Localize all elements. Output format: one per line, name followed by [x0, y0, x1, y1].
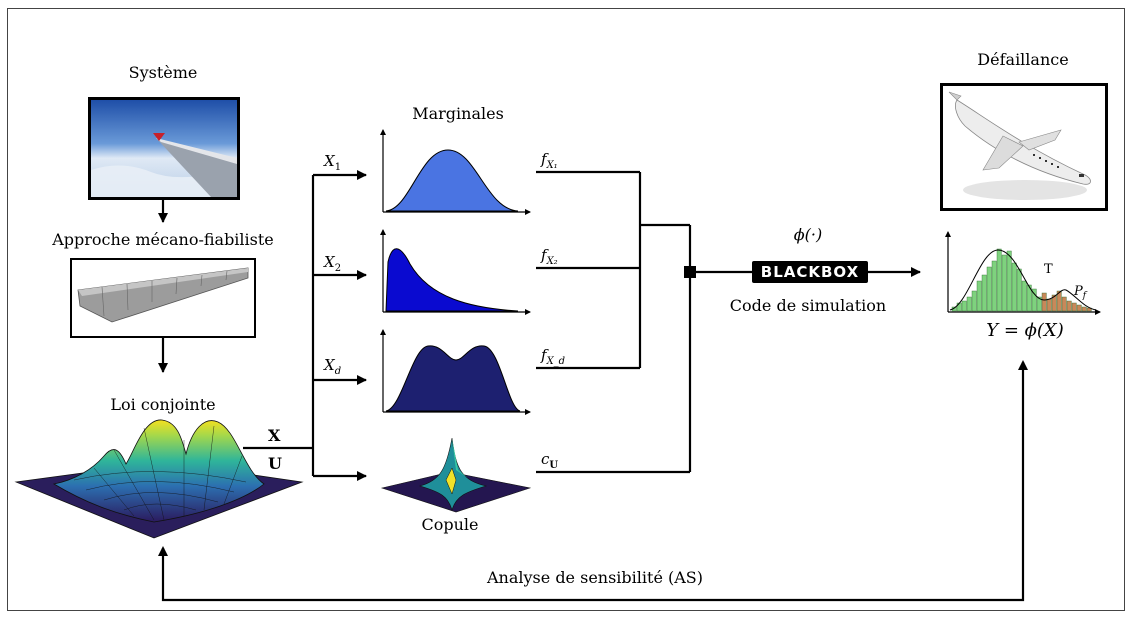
marginal-d-curve: [385, 345, 521, 412]
threshold-label: T: [1044, 262, 1053, 277]
var-fx1: fX₁: [541, 150, 558, 171]
label-phi: ϕ(·): [793, 225, 823, 244]
var-fx2: fX₂: [541, 246, 558, 267]
histogram-bar: [1061, 296, 1067, 312]
junction-node: [684, 266, 696, 278]
histogram-bar: [1086, 307, 1092, 312]
histogram-bar: [976, 280, 982, 312]
histogram-bar: [1081, 306, 1087, 312]
histogram-bar: [981, 274, 987, 312]
histogram-bar: [956, 302, 962, 312]
histogram-density-curve: [949, 249, 1097, 311]
feedback-loop: [161, 362, 1025, 602]
feedback-arrowhead-left: [158, 546, 168, 556]
feedback-arrowhead-right: [1018, 360, 1028, 370]
wing-model-image: [70, 258, 256, 338]
marginal-2-curve: [385, 248, 519, 312]
histogram-bar: [1046, 298, 1052, 312]
label-code-simulation: Code de simulation: [729, 296, 887, 315]
histogram-bar: [1021, 280, 1027, 312]
histogram-bar: [961, 300, 967, 312]
histogram-bar: [1011, 262, 1017, 312]
histogram-bar: [1016, 268, 1022, 312]
var-xd: Xd: [324, 356, 342, 377]
var-x: X: [268, 426, 281, 445]
histogram-bar: [1076, 304, 1082, 312]
marginal-2-plot: [380, 229, 531, 315]
joint-distribution-surface: [14, 419, 304, 539]
marginal-1-plot: [380, 129, 531, 215]
label-copule: Copule: [421, 515, 479, 534]
histogram-bar: [1051, 294, 1057, 312]
histogram-bar: [991, 260, 997, 312]
label-systeme: Système: [128, 63, 198, 82]
histogram-bar: [996, 248, 1002, 312]
blackbox-block: BLACKBOX: [752, 261, 868, 283]
system-photo: [88, 97, 240, 200]
label-analyse-sensibilite: Analyse de sensibilité (AS): [486, 568, 704, 587]
var-cu: cU: [541, 450, 559, 471]
histogram-bar: [1066, 300, 1072, 312]
histogram-bar: [971, 290, 977, 312]
histogram-bar: [1056, 290, 1062, 312]
histogram-bar: [1026, 284, 1032, 312]
pf-label: Pf: [1073, 284, 1088, 301]
histogram-bar: [966, 296, 972, 312]
histogram-bar: [1071, 302, 1077, 312]
label-loi-conjointe: Loi conjointe: [110, 395, 216, 414]
histogram-bar: [1031, 288, 1037, 312]
histogram-bar: [1006, 250, 1012, 312]
var-x2: X2: [324, 253, 342, 274]
blackbox-label: BLACKBOX: [760, 263, 860, 281]
marginal-1-curve: [385, 149, 519, 212]
label-marginales: Marginales: [412, 104, 504, 123]
copula-surface: [380, 437, 532, 513]
marginal-d-plot: [380, 329, 531, 415]
histogram-bars: [951, 248, 1092, 312]
label-output-equation: Y = ϕ(X): [986, 320, 1064, 341]
histogram-bar: [1036, 296, 1042, 312]
var-fxd: fX_d: [541, 346, 566, 367]
label-defaillance: Défaillance: [977, 50, 1069, 69]
histogram-bar: [1001, 254, 1007, 312]
label-approche: Approche mécano-fiabiliste: [52, 230, 274, 249]
var-u: U: [268, 454, 282, 473]
var-x1: X1: [324, 152, 342, 173]
histogram-bar: [986, 266, 992, 312]
histogram-bar: [1041, 292, 1047, 312]
failure-airplane-image: [940, 83, 1108, 211]
diagram-frame: [7, 8, 1125, 611]
